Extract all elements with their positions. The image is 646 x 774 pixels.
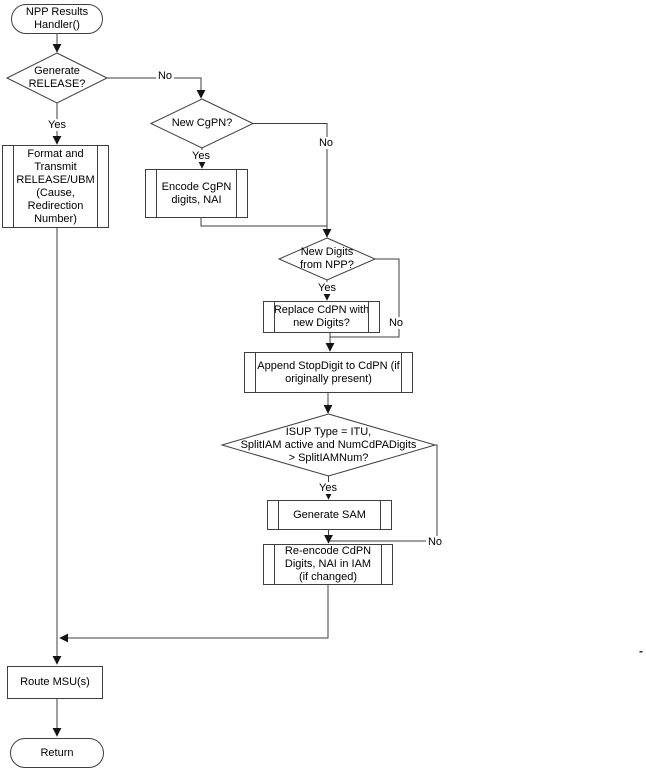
edge-label-release-yes: Yes	[46, 119, 68, 131]
node-route-msu: Route MSU(s)	[7, 666, 103, 699]
node-append-stopdigit: Append StopDigit to CdPN (if originally …	[244, 352, 413, 393]
edge-reencode-to-mainline	[59, 585, 329, 643]
node-replace-cdpn: Replace CdPN with new Digits?	[263, 301, 380, 333]
node-start-terminator: NPP Results Handler()	[11, 4, 103, 34]
edge-digits-no-bypass	[330, 258, 400, 338]
edge-label-isup-yes: Yes	[317, 482, 339, 494]
decision-new-cgpn	[149, 98, 255, 149]
edge-label-digits-no: No	[386, 317, 406, 329]
decision-isup-split	[220, 413, 437, 477]
edge-label-cgpn-yes: Yes	[190, 150, 212, 162]
edge-cgpn-no	[253, 123, 332, 238]
edge-label-release-no: No	[155, 70, 175, 82]
edge-encode-out	[200, 218, 327, 227]
stray-mark: -	[639, 644, 643, 658]
edge-label-cgpn-no: No	[316, 137, 336, 149]
node-generate-sam: Generate SAM	[267, 500, 392, 530]
node-encode-cgpn: Encode CgPN digits, NAI	[145, 169, 248, 218]
edge-label-digits-yes: Yes	[316, 282, 338, 294]
decision-new-digits	[277, 237, 377, 281]
decision-generate-release	[5, 52, 109, 104]
node-reencode-cdpn: Re-encode CdPN Digits, NAI in IAM (if ch…	[263, 544, 393, 585]
node-format-transmit: Format and Transmit RELEASE/UBM (Cause, …	[2, 145, 109, 228]
node-return-terminator: Return	[10, 738, 104, 768]
edge-release-no	[107, 77, 206, 99]
edge-label-isup-no: No	[425, 536, 445, 548]
